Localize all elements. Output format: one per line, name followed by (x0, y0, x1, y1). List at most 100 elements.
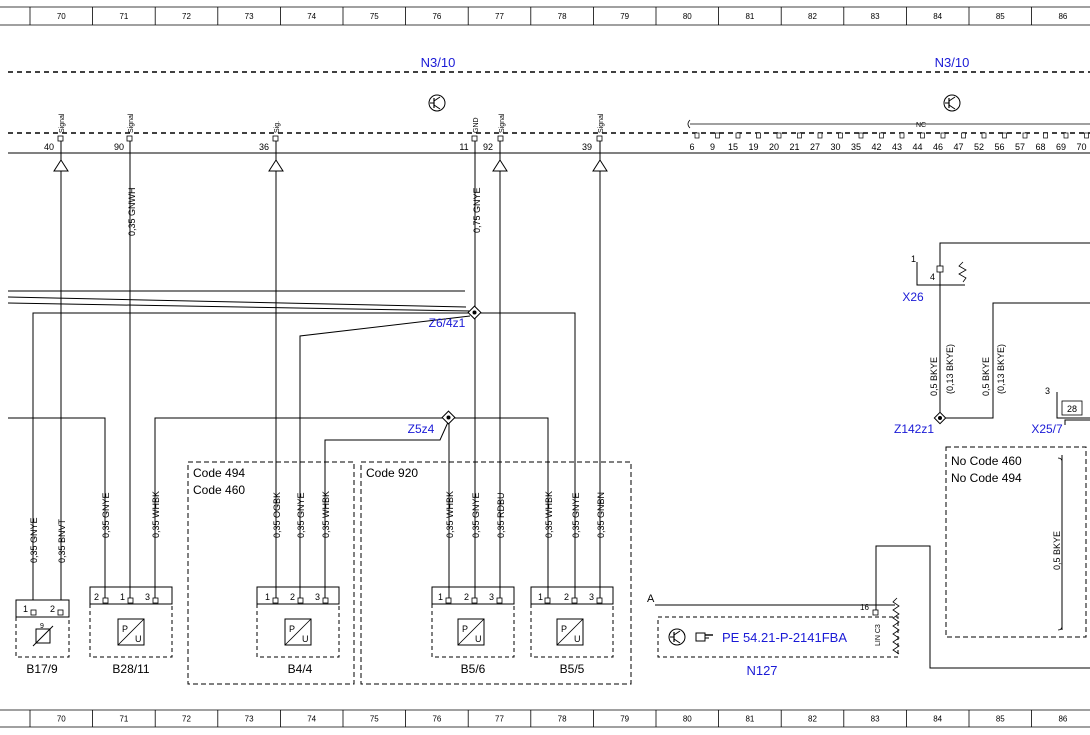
wire-bundles (7, 290, 576, 600)
top-column-72: 72 (182, 12, 191, 21)
svg-text:P: P (561, 624, 567, 634)
svg-text:P: P (122, 624, 128, 634)
bottom-column-71: 71 (119, 715, 128, 724)
connector-x26: 1 4 X26 (902, 254, 967, 304)
svg-text:3: 3 (145, 592, 150, 602)
component-b17-9: 1 2 9 B17/9 (15, 599, 70, 676)
top-column-82: 82 (808, 12, 817, 21)
bottom-column-80: 80 (683, 715, 692, 724)
pin-tags-left: Signal Signal Sig. GND Signal Signal (57, 113, 605, 142)
svg-text:Signal: Signal (499, 113, 506, 133)
wire-labels: 0,35 GNWH 0,75 GNYE 0,35 GNYE 0,35 BNVT … (29, 187, 606, 563)
svg-text:0,35 WHBK: 0,35 WHBK (321, 491, 331, 538)
svg-text:(0,13 BKYE): (0,13 BKYE) (996, 344, 1006, 394)
svg-text:28: 28 (1067, 404, 1077, 414)
svg-text:36: 36 (259, 142, 269, 152)
pin-number-42: 42 (871, 142, 881, 152)
transistor-icon (943, 94, 961, 112)
svg-text:0,35 WHBK: 0,35 WHBK (151, 491, 161, 538)
bottom-column-74: 74 (307, 715, 316, 724)
svg-text:X26: X26 (902, 290, 924, 304)
splice-node-z5 (441, 410, 456, 425)
bottom-column-82: 82 (808, 715, 817, 724)
svg-text:0,35 WHBK: 0,35 WHBK (544, 491, 554, 538)
svg-text:NC: NC (916, 122, 926, 129)
code-label-920: Code 920 (366, 466, 418, 480)
svg-text:16: 16 (860, 603, 869, 612)
top-column-76: 76 (432, 12, 441, 21)
svg-text:X25/7: X25/7 (1031, 422, 1063, 436)
pin-number-21: 21 (789, 142, 799, 152)
top-column-79: 79 (620, 12, 629, 21)
svg-text:Signal: Signal (128, 113, 135, 133)
svg-text:0,35 WHBK: 0,35 WHBK (445, 491, 455, 538)
svg-text:2: 2 (290, 592, 295, 602)
splice-node-z6 (467, 305, 482, 320)
svg-text:0,5 BKYE: 0,5 BKYE (929, 357, 939, 396)
svg-text:Signal: Signal (59, 113, 66, 133)
right-wires (875, 242, 1090, 669)
svg-text:N127: N127 (746, 663, 777, 678)
svg-text:U: U (135, 634, 142, 644)
bottom-column-86: 86 (1058, 715, 1067, 724)
svg-text:Sig.: Sig. (274, 121, 281, 133)
svg-text:(0,13 BKYE): (0,13 BKYE) (945, 344, 955, 394)
svg-text:B28/11: B28/11 (112, 662, 149, 676)
svg-text:2: 2 (464, 592, 469, 602)
component-b5-5: 1 2 3 P U B5/5 (530, 586, 614, 676)
svg-text:9: 9 (40, 623, 44, 630)
svg-text:3: 3 (489, 592, 494, 602)
splice-node-z142: Z142z1 (894, 411, 947, 436)
pin-number-43: 43 (892, 142, 902, 152)
svg-text:P: P (289, 624, 295, 634)
svg-text:39: 39 (582, 142, 592, 152)
svg-text:1: 1 (265, 592, 270, 602)
svg-text:No Code 460: No Code 460 (951, 454, 1022, 468)
svg-text:No Code 494: No Code 494 (951, 471, 1022, 485)
pin-number-56: 56 (994, 142, 1004, 152)
svg-text:3: 3 (315, 592, 320, 602)
svg-text:U: U (475, 634, 482, 644)
svg-text:0,35 GNYE: 0,35 GNYE (571, 492, 581, 538)
top-column-83: 83 (871, 12, 880, 21)
component-b5-6: 1 2 3 P U B5/6 (431, 586, 515, 676)
svg-text:Z142z1: Z142z1 (894, 422, 934, 436)
top-column-81: 81 (745, 12, 754, 21)
module-label-n3-10-left: N3/10 (421, 55, 456, 70)
svg-text:4: 4 (930, 272, 935, 282)
pin-number-15: 15 (728, 142, 738, 152)
svg-text:Signal: Signal (598, 113, 605, 133)
pin-number-57: 57 (1015, 142, 1025, 152)
svg-text:0,35 GNYE: 0,35 GNYE (471, 492, 481, 538)
svg-text:GND: GND (473, 117, 480, 133)
svg-text:0,35 BNVT: 0,35 BNVT (57, 518, 67, 563)
right-wire-labels: 0,5 BKYE (0,13 BKYE) 0,5 BKYE (0,13 BKYE… (929, 344, 1062, 570)
svg-text:0,35 GNYE: 0,35 GNYE (101, 492, 111, 538)
top-column-75: 75 (370, 12, 379, 21)
code-box-no-460-494: No Code 460 No Code 494 (945, 446, 1087, 638)
module-label-n3-10-right: N3/10 (935, 55, 970, 70)
bottom-column-77: 77 (495, 715, 504, 724)
svg-text:U: U (574, 634, 581, 644)
top-column-84: 84 (933, 12, 942, 21)
wire-risers (60, 141, 601, 600)
svg-text:B4/4: B4/4 (288, 662, 313, 676)
top-column-80: 80 (683, 12, 692, 21)
pin-numbers-left: 40 90 36 11 92 39 (44, 142, 592, 152)
pin-number-27: 27 (810, 142, 820, 152)
svg-text:2: 2 (564, 592, 569, 602)
top-column-73: 73 (245, 12, 254, 21)
svg-text:0,35 GNBN: 0,35 GNBN (596, 492, 606, 538)
code-label-494: Code 494 (193, 466, 245, 480)
bottom-column-85: 85 (996, 715, 1005, 724)
top-column-74: 74 (307, 12, 316, 21)
code-box-494-460 (187, 461, 355, 685)
pin-number-52: 52 (974, 142, 984, 152)
svg-text:0,35 RDBU: 0,35 RDBU (496, 492, 506, 538)
pin-number-19: 19 (748, 142, 758, 152)
connector-x25-7: 3 28 X25/7 (1031, 386, 1090, 436)
top-column-71: 71 (119, 12, 128, 21)
bottom-column-72: 72 (182, 715, 191, 724)
